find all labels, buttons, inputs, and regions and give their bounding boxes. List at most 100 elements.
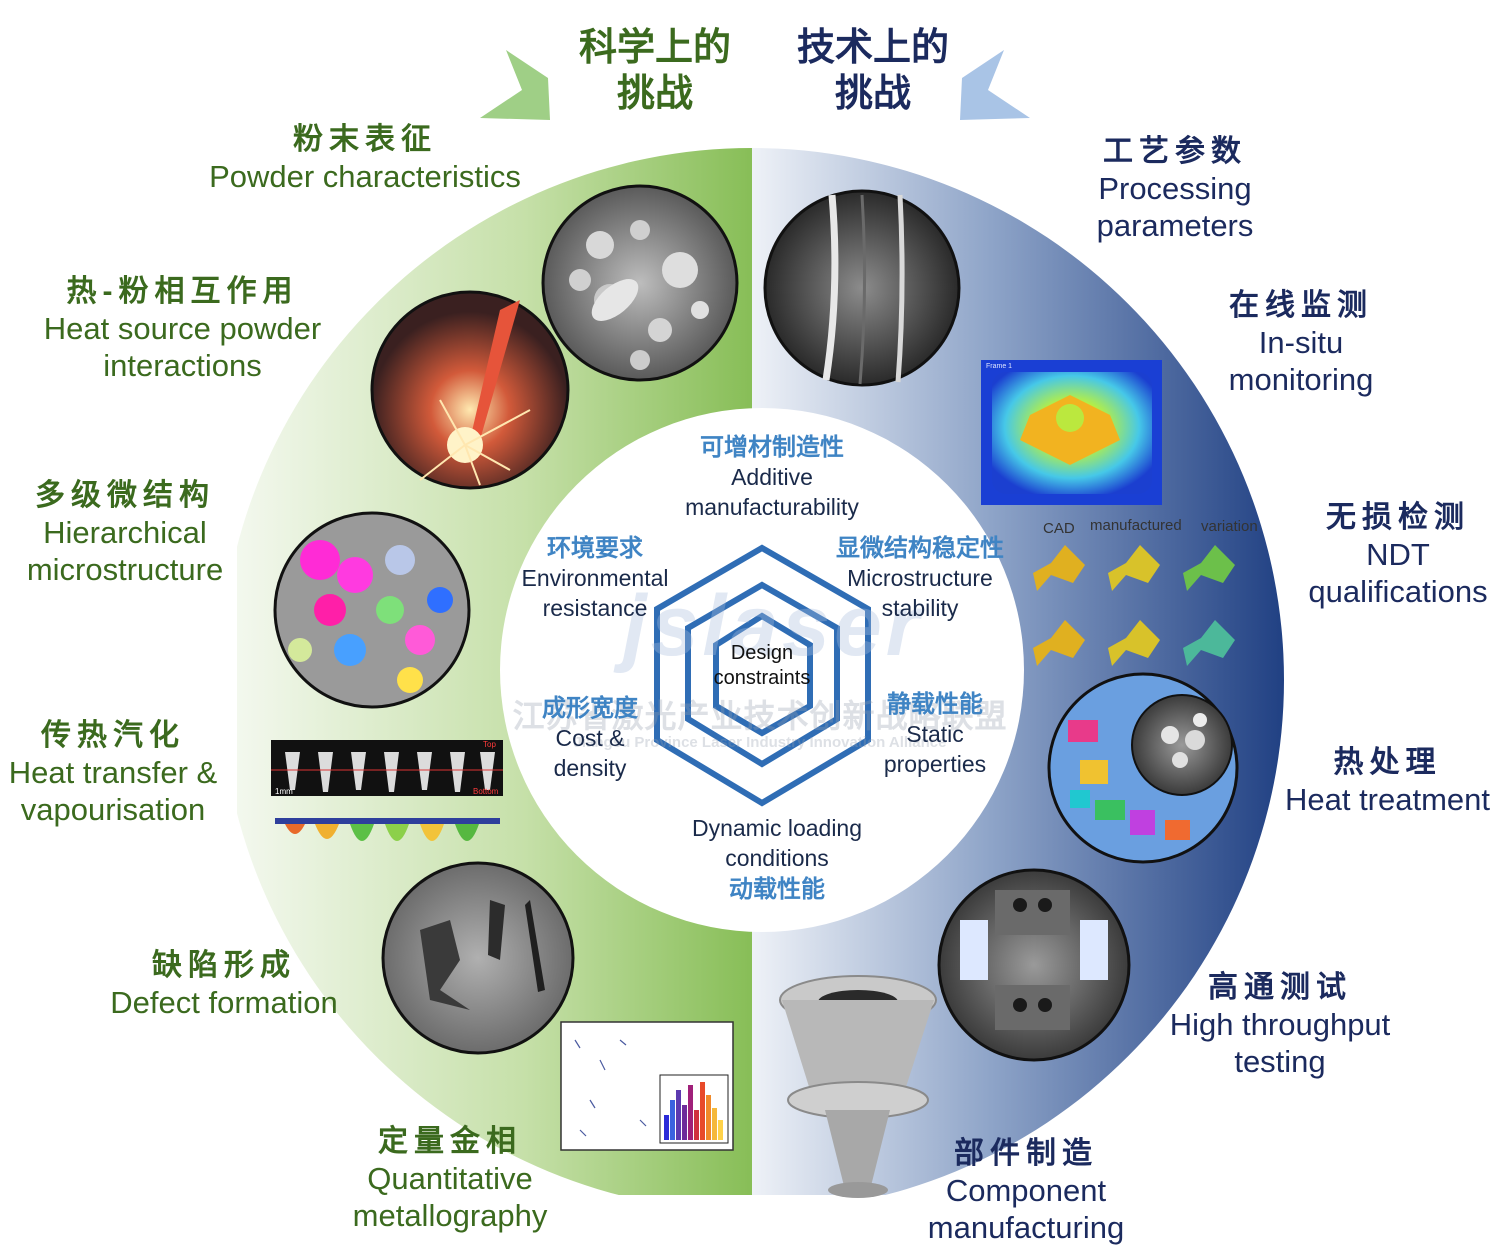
core-line2: constraints [713, 667, 811, 689]
science-challenge-heading: 科学上的 挑战 [560, 26, 750, 117]
center-bottom-label: Dynamic loading conditions 动载性能 [672, 814, 882, 905]
label-ndt-en2: qualifications [1308, 574, 1488, 610]
label-heat-treatment-zh: 热处理 [1333, 746, 1442, 779]
center-lower-right-en2: properties [883, 751, 987, 778]
center-lower-right-en1: Static [906, 721, 964, 748]
insitu-monitoring-image [981, 360, 1162, 505]
vapor-scale-label: 1mm [275, 787, 293, 796]
core-line1: Design [730, 642, 794, 664]
center-bottom-en1: Dynamic loading [691, 815, 863, 841]
label-powder-zh: 粉末表征 [293, 123, 437, 156]
label-high-throughput-en1: High throughput [1169, 1007, 1391, 1042]
processing-sem-image [763, 189, 961, 387]
label-ndt: 无损检测 NDT qualifications [1296, 500, 1500, 610]
label-hierarchical-zh: 多级微结构 [35, 479, 215, 512]
ndt-label-manufactured: manufactured [1090, 517, 1182, 534]
center-top-en2: manufacturability [685, 494, 859, 521]
label-metallography-en2: metallography [352, 1198, 548, 1234]
label-defect-en: Defect formation [110, 985, 338, 1020]
hexagon-frame [654, 544, 871, 807]
monitor-frame-label: Frame 1 [986, 363, 1013, 370]
tech-heading-line1: 技术上的 [796, 27, 949, 69]
label-heat-source-en2: interactions [103, 348, 262, 384]
tech-heading-line2: 挑战 [834, 72, 911, 115]
center-upper-right-zh: 显微结构稳定性 [836, 535, 1004, 562]
science-heading-line2: 挑战 [616, 72, 693, 115]
label-heat-source-zh: 热-粉相互作用 [66, 275, 299, 308]
label-heat-transfer-en1: Heat transfer & [8, 755, 218, 790]
center-upper-left-label: 环境要求 Environmental resistance [505, 533, 685, 624]
vapourisation-image [271, 740, 503, 841]
label-ndt-zh: 无损检测 [1326, 501, 1470, 534]
center-upper-left-en1: Environmental [521, 565, 669, 592]
center-upper-right-en1: Microstructure [847, 565, 993, 592]
label-heat-treatment: 热处理 Heat treatment [1275, 745, 1500, 818]
component-image [779, 975, 937, 1198]
center-lower-left-en2: density [553, 755, 627, 782]
label-defect: 缺陷形成 Defect formation [95, 948, 353, 1021]
center-lower-left-en1: Cost & [555, 725, 625, 752]
quant-metallography-image [560, 1021, 734, 1151]
label-insitu-en2: monitoring [1228, 362, 1374, 398]
label-processing-en1: Processing [1098, 171, 1252, 206]
label-hierarchical-en2: microstructure [26, 552, 224, 588]
testing-rig-image [937, 868, 1131, 1062]
label-component-zh: 部件制造 [954, 1137, 1098, 1170]
watermark-cn: 江苏省激光产业技术创新战略联盟 [512, 698, 1008, 734]
design-constraints-core: Design constraints [700, 641, 824, 691]
center-upper-right-label: 显微结构稳定性 Microstructure stability [815, 533, 1025, 624]
label-hierarchical-en1: Hierarchical [43, 515, 207, 550]
science-heading-line1: 科学上的 [578, 27, 731, 69]
label-heat-transfer: 传热汽化 Heat transfer & vapourisation [0, 718, 226, 828]
center-bottom-en2: conditions [725, 844, 829, 871]
heat-source-image [370, 290, 570, 490]
center-disc [500, 408, 1024, 932]
label-processing: 工艺参数 Processing parameters [1080, 134, 1270, 244]
heat-treatment-image [1047, 672, 1239, 864]
science-arrow-icon [480, 50, 550, 120]
center-top-zh: 可增材制造性 [700, 434, 844, 461]
tech-challenge-heading: 技术上的 挑战 [778, 26, 968, 117]
watermark-en: Jiangsu Province Laser Industry Innovati… [573, 734, 947, 751]
label-processing-en2: parameters [1096, 208, 1254, 244]
label-metallography: 定量金相 Quantitative metallography [335, 1124, 565, 1234]
center-top-en1: Additive [731, 464, 813, 491]
center-lower-right-label: 静载性能 Static properties [855, 689, 1015, 780]
label-high-throughput-en2: testing [1234, 1044, 1326, 1080]
center-upper-left-zh: 环境要求 [547, 535, 643, 562]
ndt-label-cad: CAD [1043, 520, 1075, 537]
powder-sem-image [541, 184, 739, 382]
microstructure-image [273, 511, 471, 709]
label-powder: 粉末表征 Powder characteristics [185, 122, 545, 195]
label-powder-en: Powder characteristics [209, 159, 521, 194]
label-metallography-en1: Quantitative [367, 1161, 533, 1196]
center-upper-left-en2: resistance [542, 595, 648, 622]
vapor-top-label: Top [483, 740, 496, 749]
ndt-parts-image [1033, 545, 1235, 666]
label-processing-zh: 工艺参数 [1103, 135, 1247, 168]
defect-image [381, 861, 575, 1055]
center-top-label: 可增材制造性 Additive manufacturability [662, 432, 882, 523]
label-ndt-en1: NDT [1366, 537, 1430, 572]
watermark-logo: jslaser [622, 578, 924, 674]
label-component: 部件制造 Component manufacturing [915, 1136, 1137, 1246]
label-heat-source: 热-粉相互作用 Heat source powder interactions [20, 274, 345, 384]
label-defect-zh: 缺陷形成 [152, 949, 296, 982]
center-upper-right-en2: stability [881, 595, 959, 622]
label-hierarchical: 多级微结构 Hierarchical microstructure [10, 478, 240, 588]
vapor-bottom-label: Bottom [473, 787, 499, 796]
label-insitu: 在线监测 In-situ monitoring [1215, 288, 1387, 398]
label-heat-transfer-en2: vapourisation [20, 792, 206, 828]
center-lower-left-zh: 成形宽度 [542, 695, 638, 722]
label-heat-transfer-zh: 传热汽化 [41, 719, 185, 752]
label-high-throughput-zh: 高通测试 [1208, 971, 1352, 1004]
label-insitu-zh: 在线监测 [1229, 289, 1373, 322]
label-heat-source-en1: Heat source powder [43, 311, 322, 346]
label-component-en1: Component [945, 1173, 1107, 1208]
center-bottom-zh: 动载性能 [729, 875, 825, 903]
label-component-en2: manufacturing [927, 1210, 1125, 1246]
center-lower-left-label: 成形宽度 Cost & density [510, 693, 670, 784]
label-heat-treatment-en: Heat treatment [1284, 782, 1491, 817]
